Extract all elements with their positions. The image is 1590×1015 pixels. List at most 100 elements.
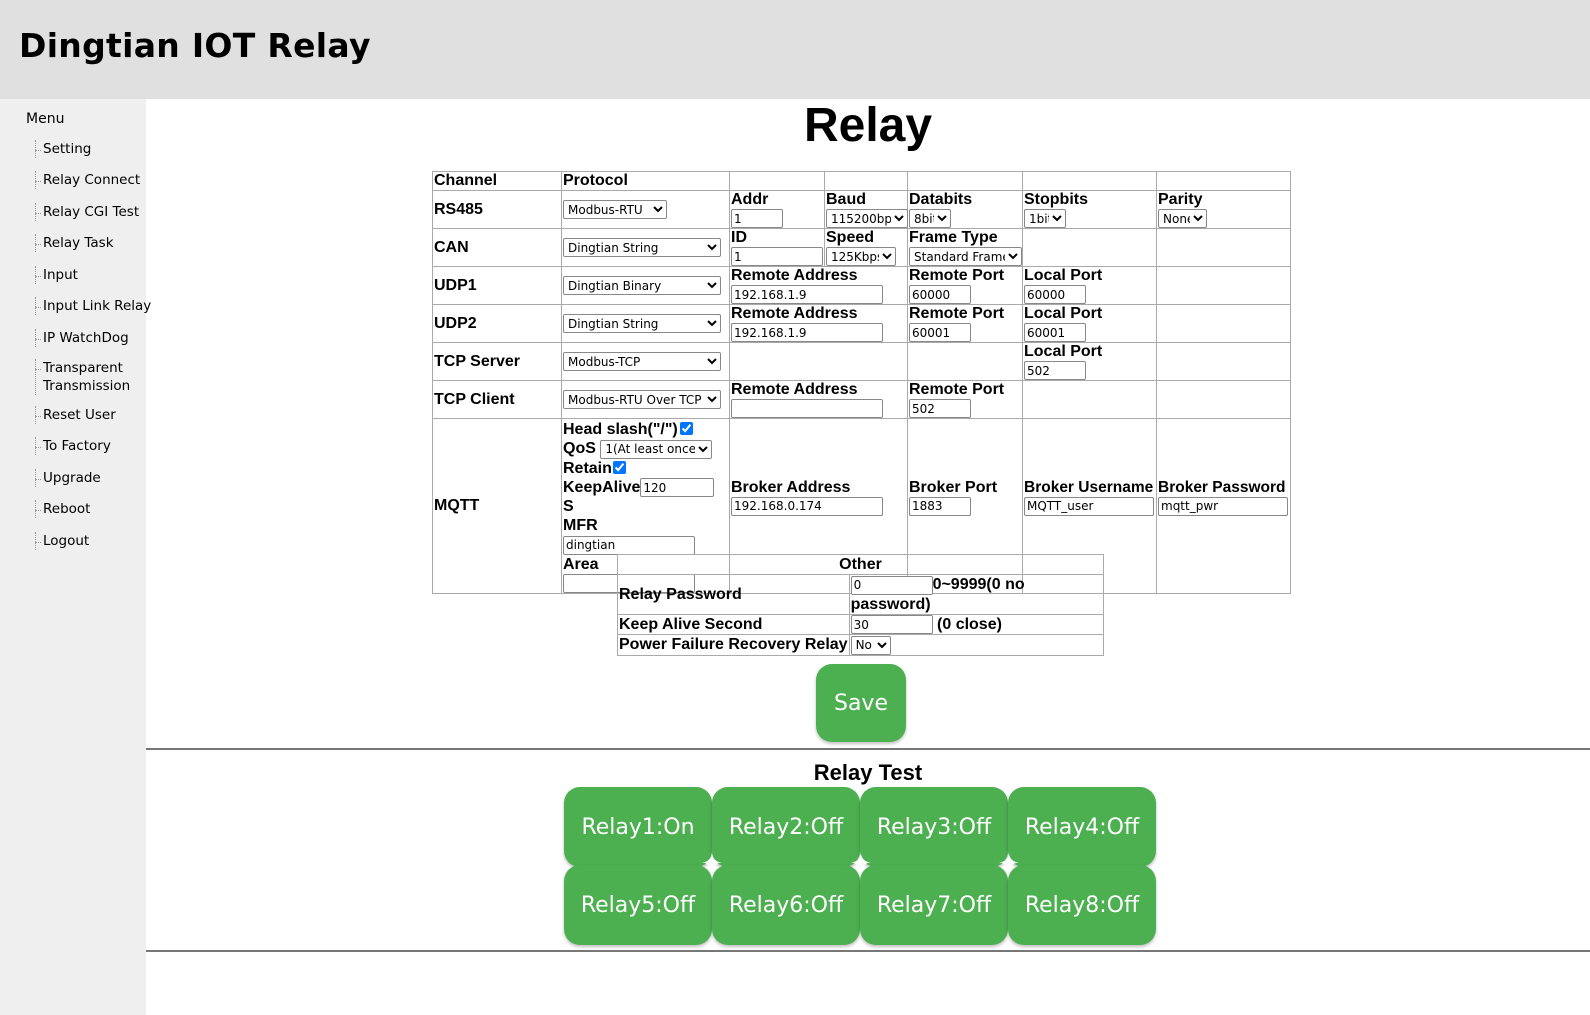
mqtt-broker-addr-input[interactable] <box>731 496 883 516</box>
udp2-local-port-input[interactable] <box>1024 323 1086 342</box>
mqtt-broker-user-label: Broker Username <box>1024 478 1154 496</box>
divider-bottom <box>146 950 1590 952</box>
sidebar-item-setting[interactable]: Setting <box>35 140 153 158</box>
udp1-remote-addr-input[interactable] <box>731 285 883 304</box>
mqtt-retain-checkbox[interactable] <box>612 460 626 474</box>
keep-alive-hint: (0 close) <box>937 615 1002 633</box>
relay1-button[interactable]: Relay1:On <box>564 787 712 867</box>
udp1-remote-port-label: Remote Port <box>909 267 1005 284</box>
udp2-protocol-select[interactable]: Dingtian String <box>563 314 721 333</box>
udp1-remote-addr-label: Remote Address <box>731 267 858 284</box>
relay-password-hint: 0~9999(0 no password) <box>850 576 1025 613</box>
mqtt-qos-label: QoS <box>563 440 596 457</box>
can-frame-label: Frame Type <box>909 229 998 246</box>
tcp-server-local-port-input[interactable] <box>1024 361 1086 380</box>
mqtt-keepalive-input[interactable] <box>640 478 715 497</box>
relay2-button[interactable]: Relay2:Off <box>712 787 860 867</box>
sidebar-item-transparent-transmission[interactable]: Transparent Transmission <box>35 359 153 395</box>
sidebar-item-reboot[interactable]: Reboot <box>35 500 153 518</box>
tcp-client-remote-addr-input[interactable] <box>731 399 883 418</box>
udp1-remote-port-input[interactable] <box>909 285 971 304</box>
can-id-input[interactable] <box>731 247 823 266</box>
tcp-server-protocol-select[interactable]: Modbus-TCP <box>563 352 721 371</box>
protocol-table: Channel Protocol RS485 Modbus-RTU Addr B… <box>432 171 1291 594</box>
udp1-local-port-input[interactable] <box>1024 285 1086 304</box>
udp1-local-port-label: Local Port <box>1024 267 1103 284</box>
sidebar-item-input-link-relay[interactable]: Input Link Relay <box>35 297 153 315</box>
channel-rs485: RS485 <box>432 190 562 229</box>
relay5-button[interactable]: Relay5:Off <box>564 865 712 945</box>
channel-udp2: UDP2 <box>432 304 562 343</box>
mqtt-keepalive-label: KeepAlive <box>563 478 641 496</box>
sidebar-item-relay-cgi-test[interactable]: Relay CGI Test <box>35 203 153 221</box>
channel-can: CAN <box>432 228 562 267</box>
can-speed-label: Speed <box>826 229 875 246</box>
app-title: Dingtian IOT Relay <box>19 26 371 65</box>
rs485-stopbits-select[interactable]: 1bit <box>1024 209 1066 228</box>
mqtt-mfr-input[interactable] <box>563 535 695 555</box>
relay4-button[interactable]: Relay4:Off <box>1008 787 1156 867</box>
channel-udp1: UDP1 <box>432 266 562 305</box>
mqtt-broker-addr-label: Broker Address <box>731 478 851 496</box>
channel-tcp-client: TCP Client <box>432 380 562 419</box>
divider <box>146 748 1590 750</box>
mqtt-area-label: Area <box>563 555 599 573</box>
tcp-client-remote-addr-label: Remote Address <box>731 381 858 398</box>
udp2-remote-addr-label: Remote Address <box>731 305 858 322</box>
sidebar-item-ip-watchdog[interactable]: IP WatchDog <box>35 329 153 347</box>
mqtt-qos-select[interactable]: 1(At least once) <box>600 439 713 459</box>
header-bar: Dingtian IOT Relay <box>0 0 1590 99</box>
can-protocol-select[interactable]: Dingtian String <box>563 238 721 257</box>
sidebar-item-reset-user[interactable]: Reset User <box>35 406 153 424</box>
relay8-button[interactable]: Relay8:Off <box>1008 865 1156 945</box>
rs485-addr-input[interactable] <box>731 209 783 228</box>
relay-password-input[interactable] <box>850 575 933 595</box>
mqtt-broker-pwd-input[interactable] <box>1158 496 1288 516</box>
udp2-remote-addr-input[interactable] <box>731 323 883 342</box>
mqtt-mfr-label: MFR <box>563 517 598 534</box>
sidebar-item-relay-task[interactable]: Relay Task <box>35 234 153 252</box>
relay7-button[interactable]: Relay7:Off <box>860 865 1008 945</box>
tcp-client-remote-port-input[interactable] <box>909 399 971 418</box>
rs485-protocol-select[interactable]: Modbus-RTU <box>563 200 667 219</box>
other-title: Other <box>617 554 1104 575</box>
sidebar-item-to-factory[interactable]: To Factory <box>35 437 153 455</box>
keep-alive-input[interactable] <box>850 615 933 634</box>
tcp-client-remote-port-label: Remote Port <box>909 381 1005 398</box>
mqtt-broker-user-input[interactable] <box>1024 496 1154 516</box>
power-failure-select[interactable]: No <box>850 635 891 655</box>
sparkle-icon: ✦ <box>850 848 872 878</box>
relay-password-label: Relay Password <box>617 574 850 615</box>
relay6-button[interactable]: Relay6:Off <box>712 865 860 945</box>
page-title: Relay <box>803 99 933 152</box>
mqtt-retain-label: Retain <box>563 459 612 477</box>
mqtt-broker-pwd-label: Broker Password <box>1158 478 1286 496</box>
menu-title: Menu <box>26 111 65 127</box>
sidebar-item-logout[interactable]: Logout <box>35 532 153 550</box>
udp1-protocol-select[interactable]: Dingtian Binary <box>563 276 721 295</box>
sparkle-icon: ✦ <box>701 848 723 878</box>
can-frame-select[interactable]: Standard Frame <box>909 247 1022 266</box>
rs485-baud-label: Baud <box>826 191 866 208</box>
relay3-button[interactable]: Relay3:Off <box>860 787 1008 867</box>
mqtt-broker-port-input[interactable] <box>909 496 971 516</box>
header-protocol: Protocol <box>561 171 730 191</box>
rs485-parity-select[interactable]: None <box>1158 209 1207 228</box>
sidebar-item-upgrade[interactable]: Upgrade <box>35 469 153 487</box>
sparkle-icon: ✦ <box>998 848 1020 878</box>
rs485-stopbits-label: Stopbits <box>1024 191 1088 208</box>
sidebar-item-relay-connect[interactable]: Relay Connect <box>35 171 153 189</box>
udp2-remote-port-input[interactable] <box>909 323 971 342</box>
sidebar-item-input[interactable]: Input <box>35 266 153 284</box>
other-settings-table: Other Relay Password 0~9999(0 no passwor… <box>617 554 1105 656</box>
rs485-addr-label: Addr <box>731 191 769 208</box>
rs485-databits-select[interactable]: 8bit <box>909 209 951 228</box>
rs485-databits-label: Databits <box>909 191 973 208</box>
mqtt-head-slash-checkbox[interactable] <box>679 422 693 435</box>
rs485-baud-select[interactable]: 115200bps <box>826 209 908 228</box>
can-id-label: ID <box>731 229 747 246</box>
save-button[interactable]: Save <box>816 664 906 742</box>
channel-mqtt: MQTT <box>432 418 562 594</box>
can-speed-select[interactable]: 125Kbps <box>826 247 896 266</box>
tcp-client-protocol-select[interactable]: Modbus-RTU Over TCP <box>563 390 721 409</box>
